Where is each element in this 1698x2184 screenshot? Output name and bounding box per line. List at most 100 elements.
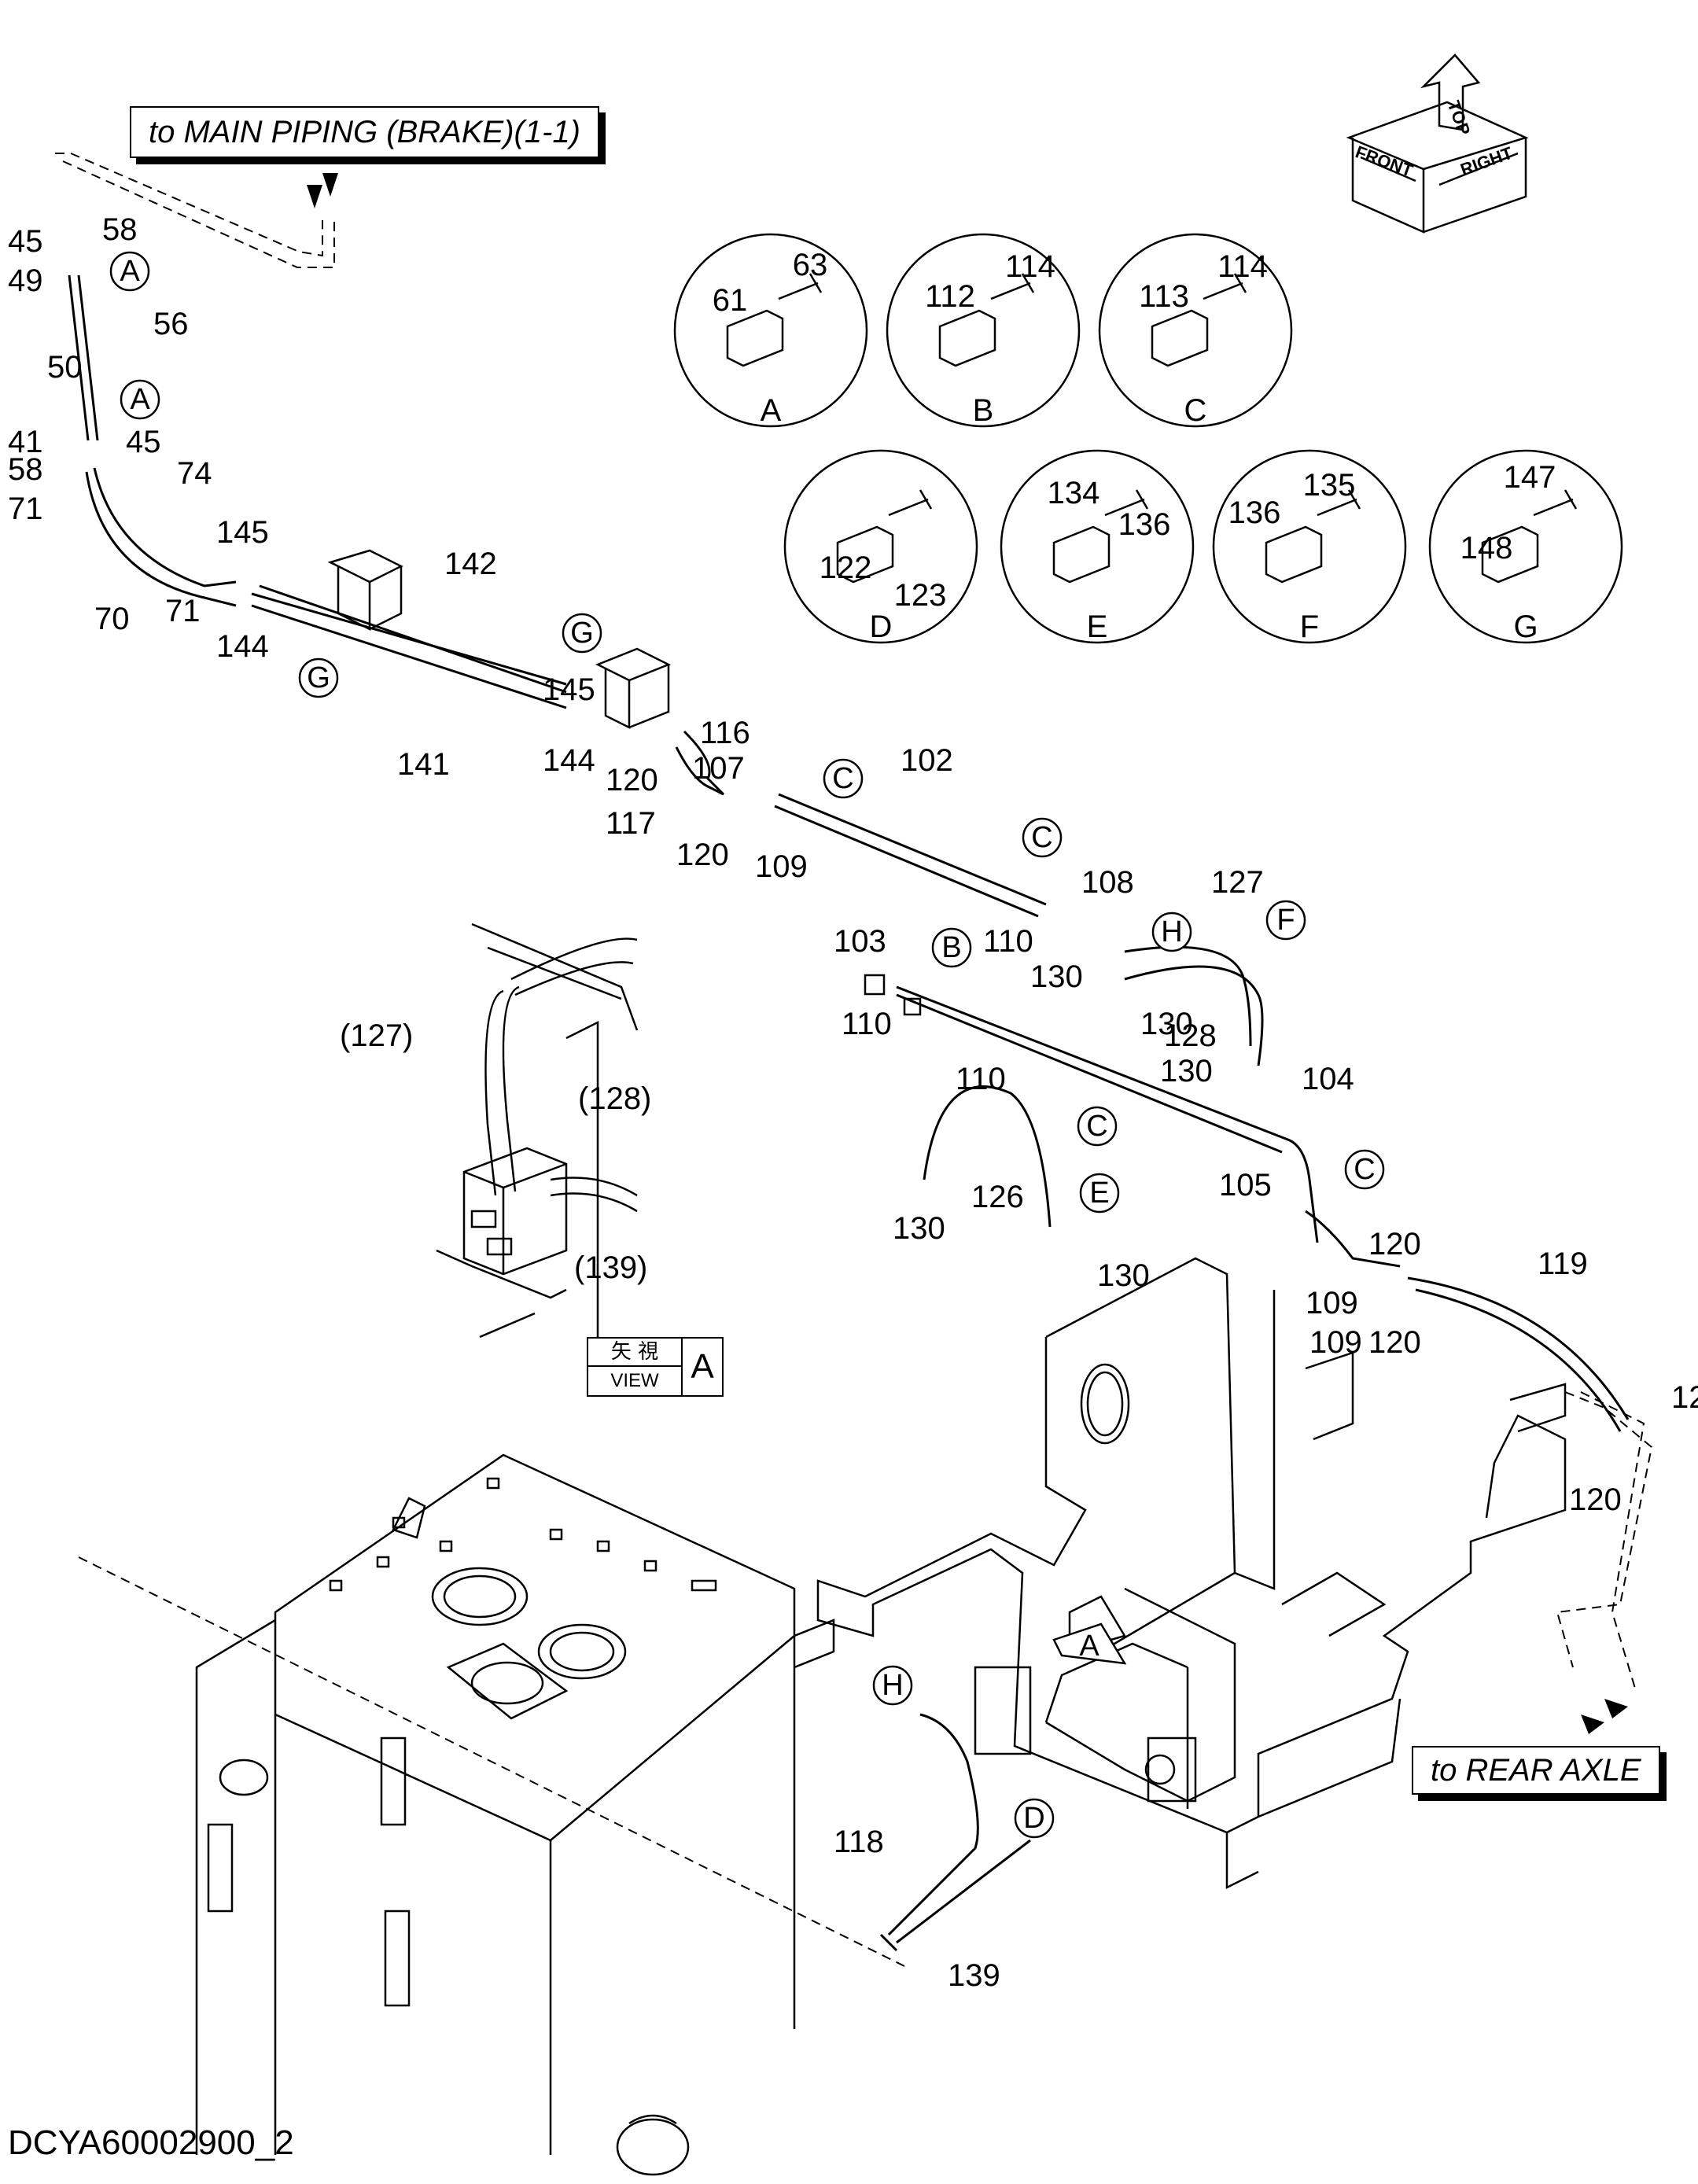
callout-letter: H — [882, 1669, 903, 1702]
detail-circle — [673, 233, 868, 428]
dashed-leaders — [55, 153, 1653, 1967]
callout-c: C — [1344, 1149, 1385, 1190]
part-number: 130 — [1160, 1054, 1213, 1088]
callout-letter: C — [1031, 821, 1052, 854]
detail-letter: D — [870, 610, 893, 644]
callout-e: E — [1079, 1173, 1120, 1214]
part-number: 120 — [1368, 1227, 1421, 1261]
callout-letter: G — [307, 661, 330, 694]
detail-circle — [1428, 449, 1623, 644]
detail-circle — [1212, 449, 1407, 644]
part-number: 120 — [1368, 1325, 1421, 1360]
detail-part-number: 136 — [1228, 495, 1281, 530]
part-number: 141 — [397, 747, 450, 782]
detail-part-number: 135 — [1303, 468, 1356, 503]
part-number: 127 — [1211, 865, 1264, 900]
detail-part-number: 63 — [793, 248, 828, 282]
part-number: 74 — [177, 456, 212, 491]
bolt-shape — [1203, 273, 1247, 300]
part-number: 50 — [47, 350, 83, 385]
detail-letter: A — [761, 393, 782, 428]
part-number: 126 — [971, 1180, 1024, 1214]
bolt-shape — [888, 489, 933, 517]
detail-part-number: 122 — [820, 551, 872, 585]
detail-letter: G — [1513, 610, 1538, 644]
callout-letter: E — [1089, 1177, 1109, 1210]
clip-shape — [1151, 309, 1209, 367]
callout-circle — [1344, 1149, 1385, 1190]
callout-c: C — [1022, 817, 1063, 858]
part-number: 144 — [216, 629, 269, 664]
part-number: 103 — [834, 924, 886, 959]
detail-circle — [886, 233, 1081, 428]
part-number: 119 — [1538, 1247, 1588, 1281]
machine-frame — [816, 1257, 1567, 1890]
detail-c: C 113 114 — [1098, 233, 1293, 428]
ref-rear-axle: to REAR AXLE — [1412, 1746, 1660, 1795]
detail-part-number: 114 — [1217, 249, 1268, 284]
callout-circle — [823, 758, 864, 799]
view-kanji: 矢 視 — [588, 1339, 683, 1367]
callout-c: C — [1077, 1106, 1118, 1147]
part-number: 145 — [543, 672, 595, 707]
callout-a: A — [120, 379, 160, 420]
callout-h: H — [1151, 912, 1192, 952]
callout-circle — [1079, 1173, 1120, 1214]
callout-circle — [1022, 817, 1063, 858]
part-number: 139 — [948, 1958, 1000, 1993]
detail-circles: A6163B112114C113114D122123E134136F136135… — [673, 233, 1623, 644]
detail-part-number: 113 — [1139, 279, 1189, 314]
part-number: 110 — [983, 924, 1033, 959]
clip-shape — [1052, 525, 1111, 584]
callout-letter: C — [1086, 1110, 1107, 1143]
part-number: 120 — [1671, 1380, 1698, 1415]
callout-circle — [1014, 1798, 1055, 1839]
view-word: VIEW — [588, 1367, 683, 1395]
callout-circle — [1151, 912, 1192, 952]
callout-letter: G — [570, 617, 594, 650]
detail-part-number: 112 — [925, 279, 975, 314]
part-number: 49 — [8, 263, 43, 298]
bolt-shape — [778, 273, 823, 300]
part-number: 107 — [692, 751, 745, 786]
piping — [68, 274, 1630, 1952]
part-number: 105 — [1219, 1168, 1272, 1202]
inset-labels: (127)(128)(139) — [340, 1018, 651, 1285]
callout-letter: C — [1354, 1153, 1375, 1186]
part-number: 104 — [1302, 1062, 1354, 1096]
part-number: 109 — [1309, 1325, 1362, 1360]
detail-circle — [1000, 449, 1195, 644]
callout-a: A — [109, 251, 150, 292]
clip-shape — [938, 309, 996, 367]
callout-h: H — [872, 1665, 913, 1706]
up-arrows — [307, 173, 1628, 1734]
clip-shape — [1265, 525, 1323, 584]
part-number: 142 — [444, 547, 497, 581]
callout-d: D — [1014, 1798, 1055, 1839]
detail-letter: C — [1184, 393, 1207, 428]
part-number: 116 — [700, 716, 750, 750]
detail-part-number: 61 — [713, 283, 748, 318]
compass-right-label: RIGHT — [1458, 142, 1516, 179]
bolt-shape — [1533, 489, 1578, 517]
callout-letter: D — [1023, 1802, 1044, 1835]
part-number: 71 — [165, 594, 201, 628]
inset-label: (127) — [340, 1018, 413, 1053]
part-number: 71 — [8, 492, 43, 526]
callout-letter: H — [1161, 915, 1182, 948]
callout-circle — [562, 613, 602, 654]
part-number: 128 — [1164, 1018, 1217, 1053]
detail-part-number: 147 — [1504, 460, 1556, 495]
part-number: 118 — [834, 1825, 884, 1859]
part-number: 120 — [676, 838, 729, 872]
compass-front-label: FRONT — [1353, 142, 1416, 181]
callout-letter: F — [1276, 904, 1295, 937]
